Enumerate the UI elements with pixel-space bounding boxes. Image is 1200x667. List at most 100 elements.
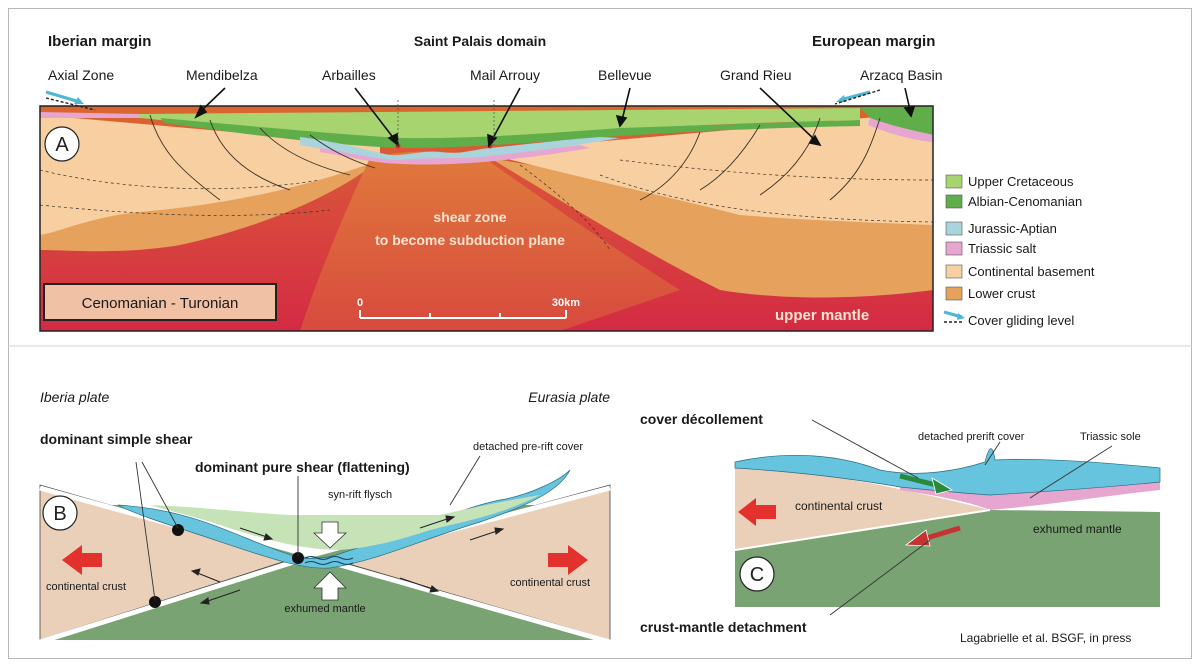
- mail-arrouy-label: Mail Arrouy: [470, 67, 540, 83]
- detached-prerift-label-c: detached prerift cover: [918, 431, 1025, 443]
- bellevue-label: Bellevue: [598, 67, 652, 83]
- triassic-sole-c: [900, 482, 1160, 510]
- decollement-arrowhead: [931, 477, 954, 495]
- panel-a-border: [39, 105, 934, 332]
- legend-gliding-arrowhead: [957, 313, 965, 320]
- legend-label-cover-gliding: Cover gliding level: [968, 313, 1074, 328]
- european-margin-header: European margin: [812, 33, 935, 50]
- grand-rieu-label: Grand Rieu: [720, 67, 792, 83]
- lower-crust-left: [40, 160, 380, 252]
- basement-left: [40, 115, 380, 235]
- up-arrow-b: [313, 571, 347, 601]
- left-extension-arrow: [62, 545, 102, 575]
- shear-arrows-b: [190, 515, 505, 605]
- panel-a-badge: [44, 126, 80, 162]
- mendibelza-label: Mendibelza: [186, 67, 258, 83]
- legend-label-lower-crust: Lower crust: [968, 286, 1036, 301]
- shear-zone-label-2: to become subduction plane: [375, 232, 565, 248]
- legend-label-triassic-salt: Triassic salt: [968, 241, 1037, 256]
- scale-bar: [359, 310, 567, 319]
- iberia-plate-label: Iberia plate: [40, 389, 109, 405]
- panel-b-badge-label: B: [53, 503, 66, 525]
- legend-swatch-jurassic-aptian: [945, 221, 963, 236]
- legend-label-albian-cenomanian: Albian-Cenomanian: [968, 194, 1082, 209]
- detachment-leader: [829, 539, 931, 616]
- triassic-sole-label: Triassic sole: [1080, 431, 1141, 443]
- prerift-cover-b: [117, 469, 571, 569]
- arzacq-salt: [868, 118, 933, 142]
- fault-lines: [149, 114, 881, 201]
- exhumed-mantle-label-b: exhumed mantle: [284, 603, 365, 615]
- upper-mantle-label: upper mantle: [775, 307, 869, 324]
- crust-mantle-interface: [734, 509, 991, 551]
- mantle-dome: [300, 151, 680, 331]
- synrift-flysch-label: syn-rift flysch: [328, 489, 392, 501]
- flattening-wave-1: [304, 556, 354, 560]
- right-extension-arrow: [548, 545, 588, 575]
- panel-b-badge: [42, 495, 78, 531]
- arzacq-cover: [860, 106, 933, 135]
- legend-label-upper-cretaceous: Upper Cretaceous: [968, 174, 1074, 189]
- saint-palais-header: Saint Palais domain: [414, 33, 546, 49]
- panel-c: cover décollement detached prerift cover…: [640, 411, 1161, 635]
- lower-crust-right: [490, 158, 933, 298]
- scale-end: 30km: [552, 297, 580, 309]
- continental-crust-right-label: continental crust: [510, 577, 590, 589]
- legend: Upper Cretaceous Albian-Cenomanian Juras…: [943, 174, 1095, 328]
- gliding-arrows: [45, 89, 881, 111]
- axial-salt: [40, 112, 140, 118]
- continental-crust-label-c: continental crust: [795, 499, 883, 513]
- continental-crust-c: [735, 468, 990, 550]
- age-box: [43, 283, 277, 321]
- legend-swatch-lower-crust: [945, 286, 963, 301]
- panel-a-badge-label: A: [55, 134, 69, 156]
- albian-cenomanian-cover: [160, 118, 860, 148]
- continental-crust-left-label: continental crust: [46, 581, 126, 593]
- age-box-label: Cenomanian - Turonian: [82, 295, 239, 312]
- simple-shear-leader-1: [141, 461, 179, 529]
- detachment-arrowhead: [904, 529, 931, 547]
- iberian-margin-header: Iberian margin: [48, 33, 151, 50]
- panel-c-badge: [739, 556, 775, 592]
- basement-right: [480, 112, 933, 225]
- simple-shear-label: dominant simple shear: [40, 431, 193, 447]
- simple-shear-dot-1: [172, 524, 184, 536]
- flattening-wave-2: [304, 561, 354, 565]
- exhumed-mantle-label-c: exhumed mantle: [1033, 522, 1122, 536]
- panel-a: A Iberian margin Saint Palais domain Eur…: [39, 33, 1095, 332]
- panel-c-badge-label: C: [750, 564, 764, 586]
- pure-shear-label: dominant pure shear (flattening): [195, 459, 410, 475]
- arbailles-label: Arbailles: [322, 67, 376, 83]
- legend-swatch-continental-basement: [945, 264, 963, 279]
- axial-zone-label: Axial Zone: [48, 67, 114, 83]
- leader-arrows: [194, 87, 916, 148]
- legend-label-jurassic-aptian: Jurassic-Aptian: [968, 221, 1057, 236]
- decollement-leader: [811, 419, 919, 479]
- legend-label-continental-basement: Continental basement: [968, 264, 1095, 279]
- cover-decollement-label: cover décollement: [640, 411, 763, 427]
- prerift-leader: [449, 455, 481, 506]
- triassic-salt-layer: [320, 145, 590, 165]
- simple-shear-leader-2: [135, 461, 156, 601]
- crust-mantle-detachment-label: crust-mantle detachment: [640, 619, 807, 635]
- prerift-leader-c: [984, 441, 1001, 466]
- eurasia-plate-label: Eurasia plate: [528, 389, 610, 405]
- dashed-detachments: [40, 159, 933, 251]
- left-extension-arrow-c: [738, 498, 776, 526]
- synrift-flysch-b: [150, 495, 540, 550]
- legend-swatch-upper-cretaceous: [945, 174, 963, 189]
- triassic-sole-leader: [1029, 445, 1113, 499]
- panel-b: Iberia plate Eurasia plate: [39, 389, 611, 645]
- figure-frame: [8, 8, 1192, 659]
- legend-swatch-albian-cenomanian: [945, 194, 963, 209]
- simple-shear-dot-2: [149, 596, 161, 608]
- arzacq-basin-label: Arzacq Basin: [860, 67, 942, 83]
- shear-zone-label-1: shear zone: [433, 209, 506, 225]
- credit-text: Lagabrielle et al. BSGF, in press: [960, 631, 1131, 645]
- pure-shear-dot: [292, 552, 304, 564]
- legend-swatch-triassic-salt: [945, 241, 963, 256]
- down-arrow-b: [312, 521, 348, 549]
- detached-prerift-label-b: detached pre-rift cover: [473, 441, 583, 453]
